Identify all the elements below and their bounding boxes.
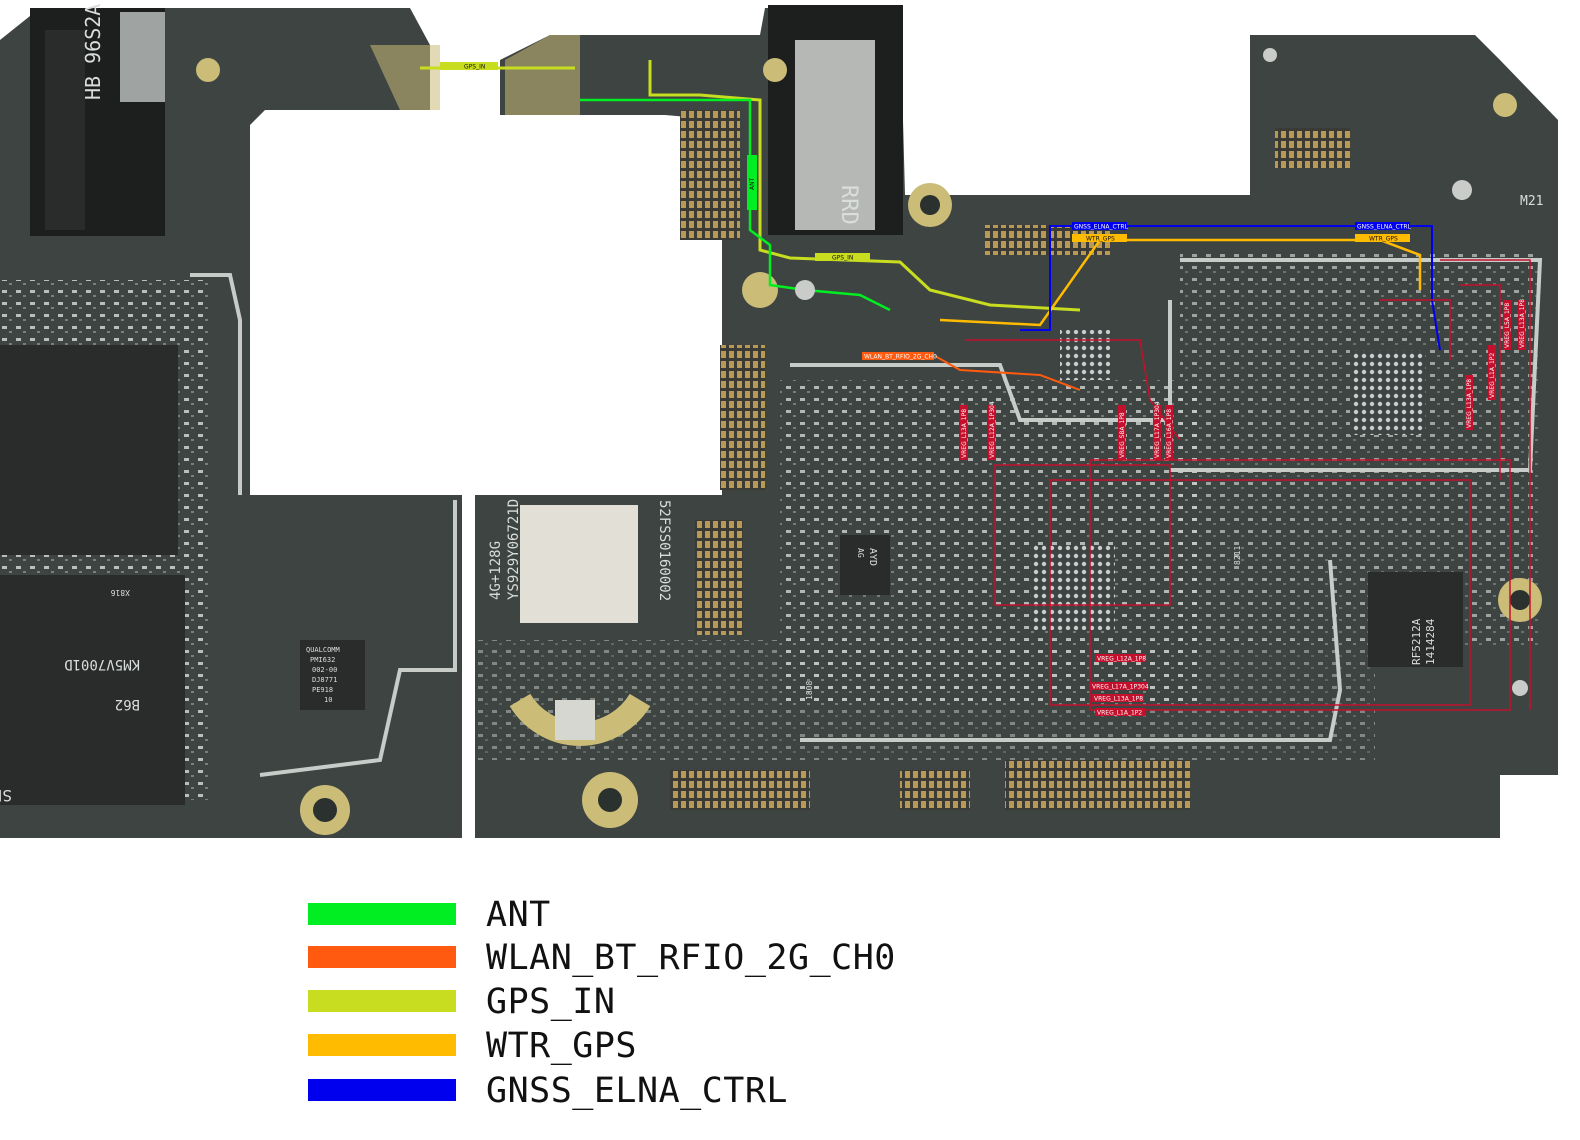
chip-1808-text: 1808 <box>805 681 814 700</box>
tag-gps-in-top: GPS_IN <box>464 64 485 71</box>
chip-m21-text: M21 <box>1520 194 1543 209</box>
chip-qual-3: 002-00 <box>312 666 337 674</box>
legend-swatch-gps-in <box>308 990 456 1012</box>
chip-qual-6: 10 <box>324 696 332 704</box>
tag-vreg-v9: VREG_L13A_1P8 <box>1519 299 1526 348</box>
legend-swatch-wtr-gps <box>308 1034 456 1056</box>
legend-label-wtr-gps: WTR_GPS <box>486 1026 638 1066</box>
chip-rrd-text: RRD <box>836 185 861 225</box>
tag-vreg-l12a: VREG_L12A_1P8 <box>1097 656 1146 663</box>
legend-label-gps-in: GPS_IN <box>486 982 616 1022</box>
tag-vreg-v8: VREG_L5A_1P8 <box>1504 303 1511 348</box>
tag-vreg-v7: VREG_L1A_1P2 <box>1489 353 1496 398</box>
tag-vreg-l13a: VREG_L13A_1P8 <box>1094 696 1143 703</box>
chip-x816-text: X816 <box>111 588 130 597</box>
chip-rf-2: 1414284 <box>1424 618 1437 665</box>
chip-qual-5: PE918 <box>312 686 333 694</box>
tag-gps-in-mid: GPS_IN <box>832 255 853 262</box>
chip-sec-2-text: KM5V7001D <box>64 656 140 672</box>
chip-ayd-text: AYD <box>867 548 878 566</box>
chip-ag-text: AG <box>856 548 865 558</box>
tag-gnss-1: GNSS_ELNA_CTRL <box>1074 224 1129 231</box>
chip-8211-text: 8211 <box>1233 546 1242 565</box>
chip-sec-1-text: SEC 92 <box>0 786 12 805</box>
tag-vreg-v2: VREG_L12A_1P304 <box>989 401 996 458</box>
legend-swatch-wlan <box>308 946 456 968</box>
chip-qual-2: PMI632 <box>310 656 335 664</box>
legend-label-ant: ANT <box>486 895 551 935</box>
legend-swatch-gnss <box>308 1079 456 1101</box>
legend-label-wlan: WLAN_BT_RFIO_2G_CH0 <box>486 938 896 978</box>
legend-item-wtr-gps: WTR_GPS <box>308 1024 1008 1068</box>
tag-wtr-1: WTR_GPS <box>1086 236 1115 243</box>
tag-vreg-l1a: VREG_L1A_1P2 <box>1097 710 1142 717</box>
legend-item-gnss: GNSS_ELNA_CTRL <box>308 1069 1008 1113</box>
tag-vreg-v5: VREG_L16A_1P8 <box>1166 409 1173 458</box>
tag-vreg-v3: VREG_S8A_1P8 <box>1119 412 1126 458</box>
chip-qual-4: DJ8771 <box>312 676 337 684</box>
chip-sec-3-text: B62 <box>115 696 140 712</box>
tag-gnss-2: GNSS_ELNA_CTRL <box>1357 224 1412 231</box>
legend-swatch-ant <box>308 903 456 925</box>
tag-vreg-v6: VREG_L13A_1P8 <box>1466 379 1473 428</box>
chip-qual-1: QUALCOMM <box>306 646 340 654</box>
mem-silk-3: 52FSS0160002 <box>656 500 672 601</box>
pcb-board-diagram: SEC 92 KM5V7001D B62 HB 96S2A RRD 4G+128… <box>0 4 1558 838</box>
hb-silk-text: HB 96S2A <box>81 4 105 100</box>
mem-silk-1: 4G+128G <box>488 541 504 600</box>
legend-item-wlan: WLAN_BT_RFIO_2G_CH0 <box>308 936 1008 980</box>
tag-vreg-v1: VREG_L13A_1P8 <box>961 409 968 458</box>
tag-vreg-v4: VREG_L17A_1P304 <box>1154 401 1161 458</box>
tag-ant: ANT <box>749 177 756 190</box>
legend-item-gps-in: GPS_IN <box>308 980 1008 1024</box>
legend-item-ant: ANT <box>308 893 1008 937</box>
tag-vreg-l17a: VREG_L17A_1P304 <box>1092 684 1149 691</box>
chip-rf-1: RF5212A <box>1410 618 1423 665</box>
mem-silk-2: YS929Y06721D <box>506 499 522 600</box>
legend-label-gnss: GNSS_ELNA_CTRL <box>486 1071 789 1111</box>
tag-wtr-2: WTR_GPS <box>1369 236 1398 243</box>
tag-wlan: WLAN_BT_RFIO_2G_CH0 <box>864 354 937 361</box>
